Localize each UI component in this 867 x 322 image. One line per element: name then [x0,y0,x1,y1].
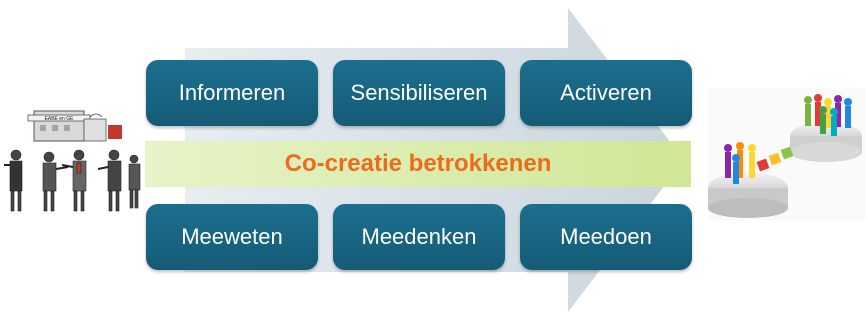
box-informeren: Informeren [146,60,318,126]
box-activeren: Activeren [520,60,692,126]
box-sensibiliseren: Sensibiliseren [333,60,505,126]
building-sign-text: EABE en GE [45,116,75,122]
box-meeweten: Meeweten [146,204,318,270]
co-creation-band [145,141,691,187]
officials-pointing-illustration: EABE en GE [4,105,142,220]
box-meedoen: Meedoen [520,204,692,270]
co-creation-label: Co-creatie betrokkenen [284,150,552,177]
box-meedenken: Meedenken [333,204,505,270]
people-puzzle-illustration [708,88,866,220]
